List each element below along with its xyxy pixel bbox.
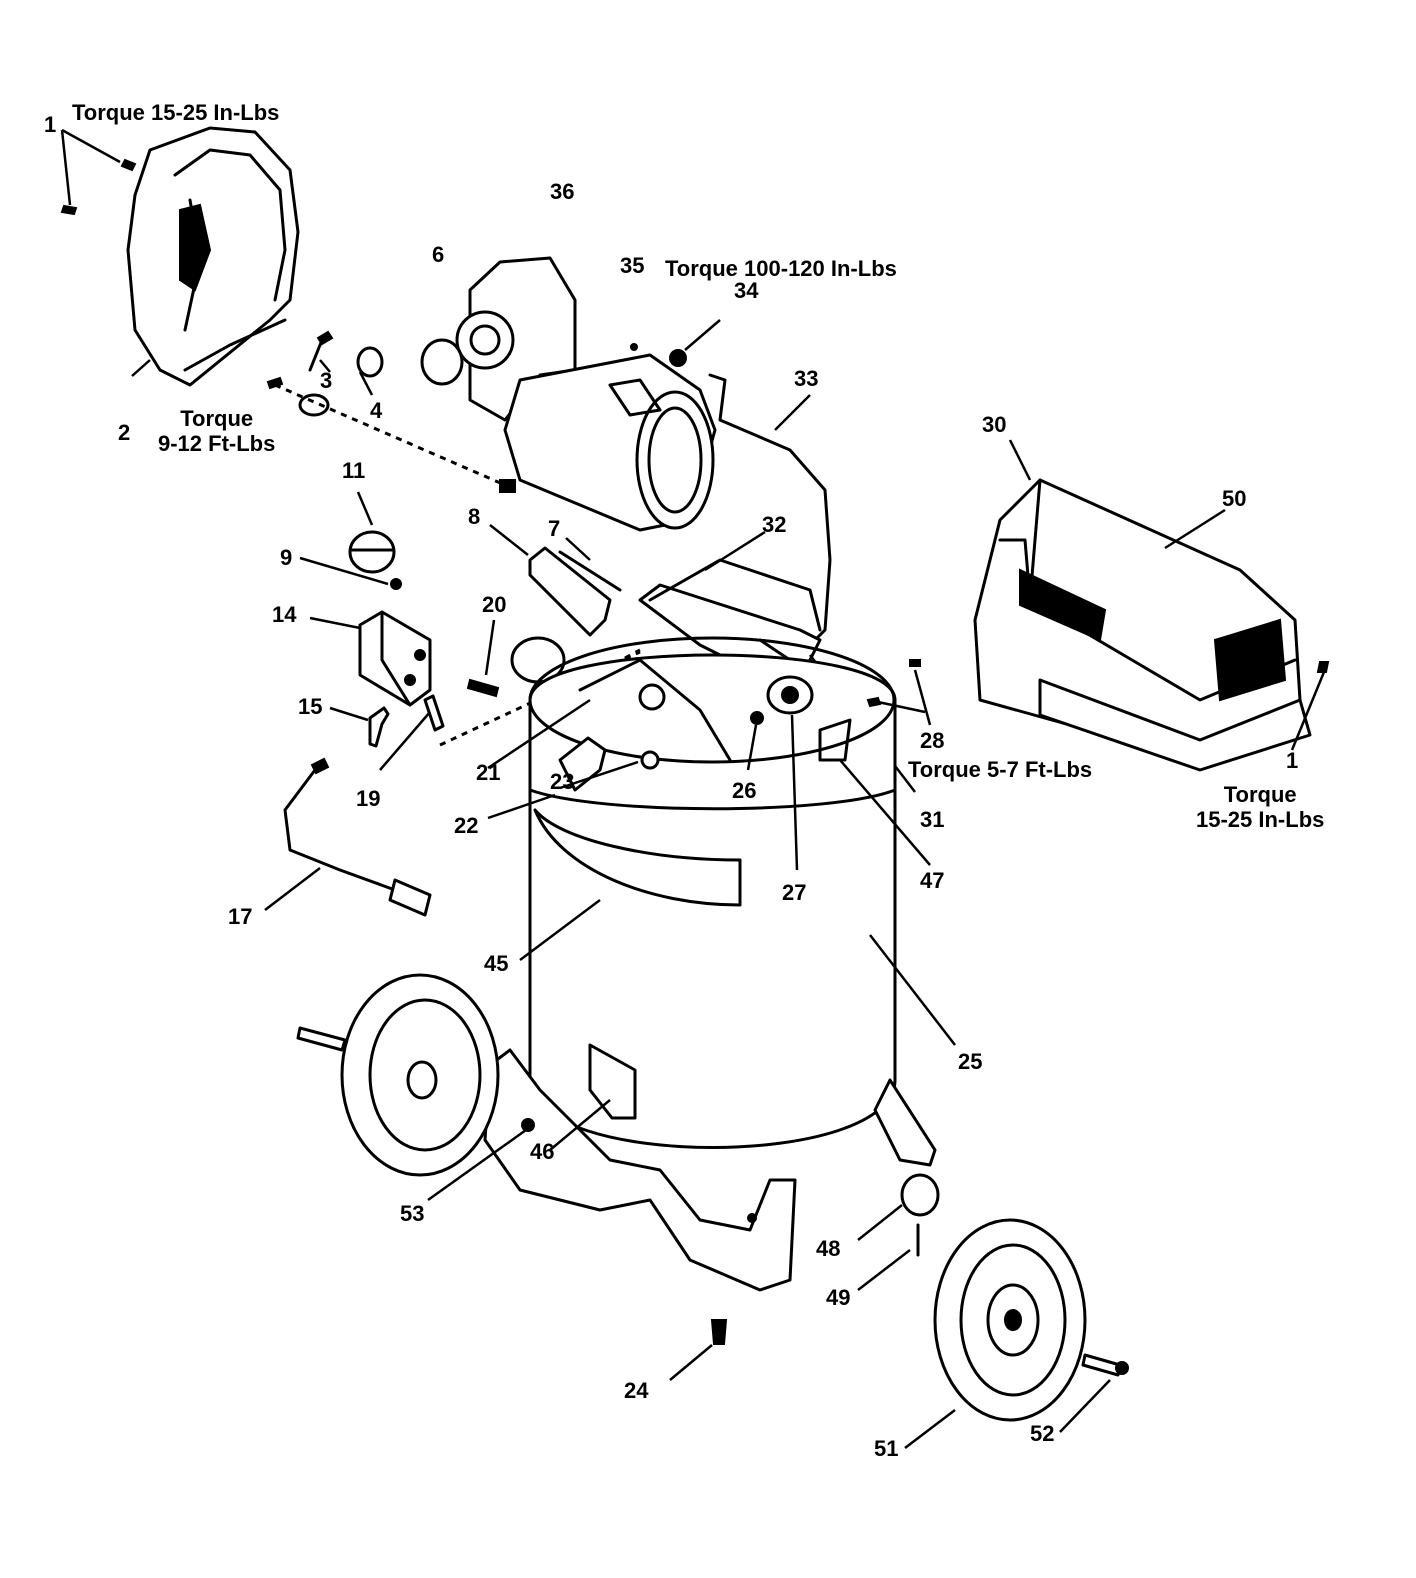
part-label-28: 28 [920, 728, 945, 753]
part-label-47: 47 [920, 868, 945, 893]
part-label-21: 21 [476, 760, 501, 785]
part-label-53: 53 [400, 1201, 425, 1226]
part-label-14: 14 [272, 602, 297, 627]
part-label-15: 15 [298, 694, 323, 719]
part-label-34: 34 [734, 278, 759, 303]
right-shroud [973, 478, 1312, 772]
torque-note-pump-bolts: Torque 9-12 Ft-Lbs [158, 406, 275, 457]
part-label-8: 8 [468, 504, 481, 529]
torque-text: Torque 15-25 In-Lbs [72, 100, 280, 125]
part-label-4: 4 [370, 398, 383, 423]
part-label-9: 9 [280, 545, 293, 570]
part-label-1-right: 1 [1286, 748, 1299, 773]
part-label-35: 35 [620, 253, 645, 278]
part-label-3: 3 [320, 368, 333, 393]
torque-note-motor-bolt: Torque 100-120 In-Lbs [665, 256, 897, 281]
part-label-46: 46 [530, 1139, 555, 1164]
part-label-45: 45 [484, 951, 509, 976]
part-label-22: 22 [454, 813, 479, 838]
part-label-30: 30 [982, 412, 1007, 437]
torque-note-right-shroud: Torque 15-25 In-Lbs [1196, 782, 1324, 833]
part-label-19: 19 [356, 786, 381, 811]
part-label-27: 27 [782, 880, 807, 905]
part-label-26: 26 [732, 778, 757, 803]
part-label-33: 33 [794, 366, 819, 391]
right-wheel [933, 1218, 1129, 1422]
torque-text: Torque 5-7 Ft-Lbs [908, 757, 1093, 782]
part-label-7: 7 [548, 516, 561, 541]
part-label-51: 51 [874, 1436, 899, 1461]
tank [528, 636, 897, 1149]
part-label-2: 2 [118, 420, 131, 445]
torque-text: 9-12 Ft-Lbs [158, 431, 276, 457]
part-label-11: 11 [342, 458, 366, 483]
part-label-52: 52 [1030, 1421, 1055, 1446]
torque-text: 15-25 In-Lbs [1196, 807, 1325, 833]
part-label-48: 48 [816, 1236, 841, 1261]
part-label-17: 17 [228, 904, 253, 929]
part-label-36: 36 [550, 179, 575, 204]
pump-motor [420, 256, 717, 532]
part-label-25: 25 [958, 1049, 983, 1074]
torque-note-left-shroud: Torque 15-25 In-Lbs [72, 100, 279, 125]
torque-text: Torque 100-120 In-Lbs [665, 256, 897, 281]
part-label-50: 50 [1222, 486, 1247, 511]
torque-text: Torque [180, 406, 254, 431]
screw-icon [120, 158, 137, 172]
part-label-24: 24 [624, 1378, 649, 1403]
left-wheel [296, 973, 500, 1177]
left-shroud [126, 126, 300, 387]
part-label-32: 32 [762, 512, 787, 537]
part-label-20: 20 [482, 592, 507, 617]
part-label-1: 1 [44, 112, 57, 137]
part-label-6: 6 [432, 242, 445, 267]
part-label-23: 23 [550, 769, 575, 794]
torque-text: Torque [1223, 782, 1297, 807]
screw-icon [60, 204, 78, 216]
part-label-49: 49 [826, 1285, 851, 1310]
part-label-31: 31 [920, 807, 945, 832]
torque-note-manifold: Torque 5-7 Ft-Lbs [908, 757, 1092, 782]
